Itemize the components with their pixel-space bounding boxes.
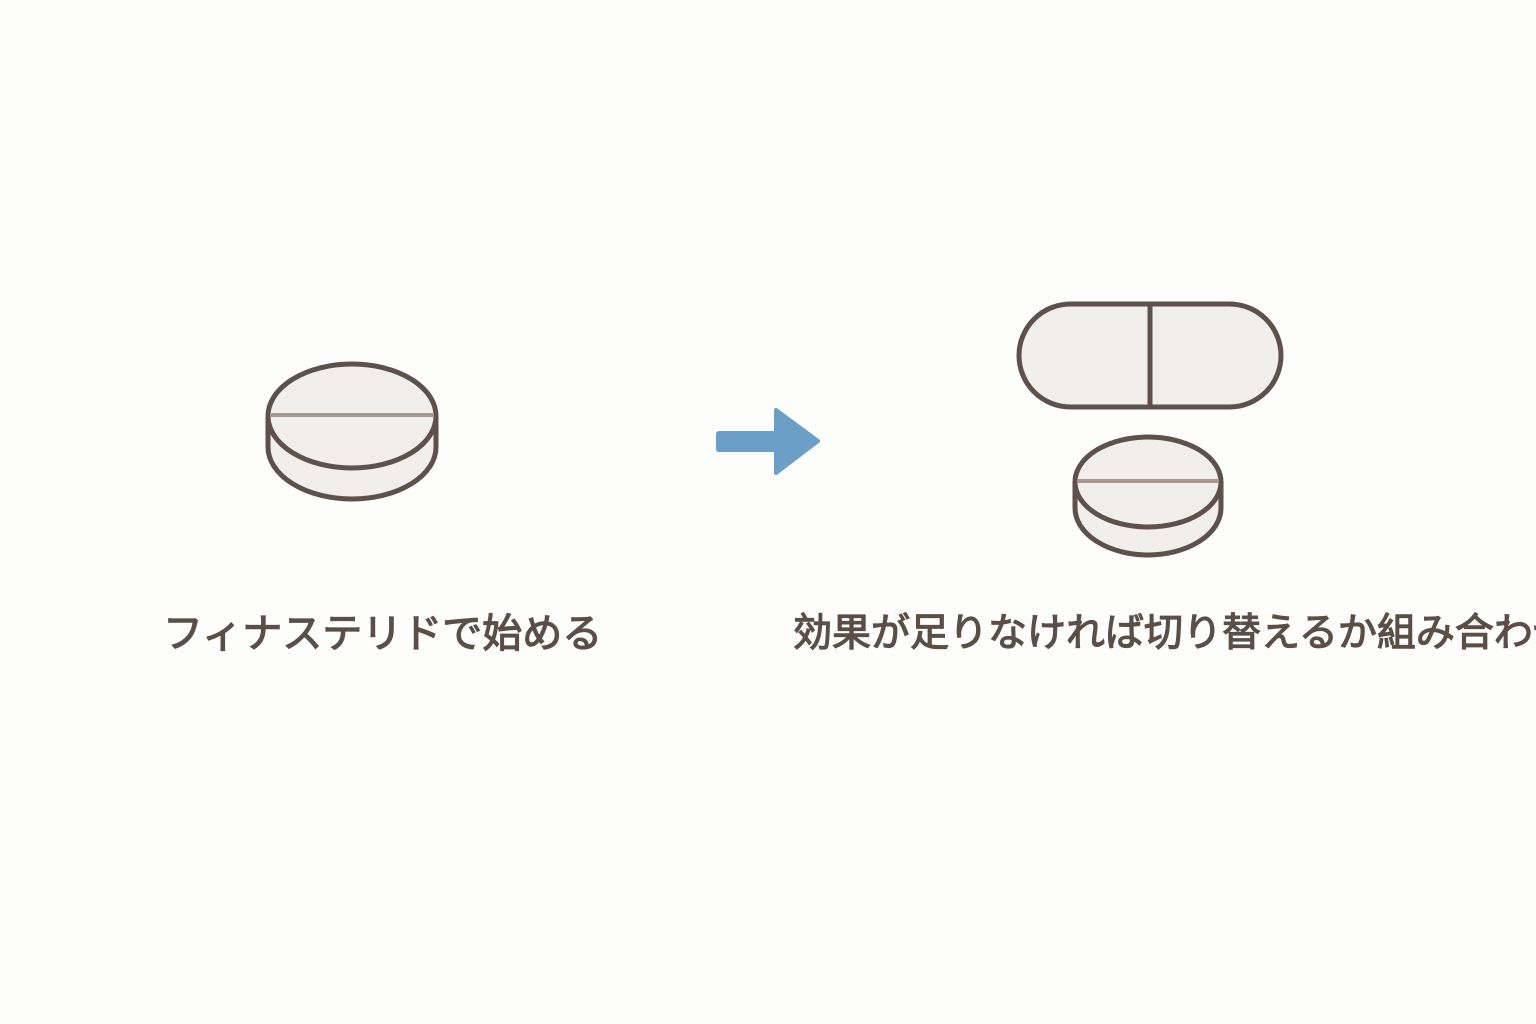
step-next-label: 効果が足りなければ切り替えるか組み合わせる: [793, 611, 1536, 656]
round-tablet-icon-secondary: [1072, 434, 1224, 558]
capsule-icon: [1016, 301, 1284, 410]
right-arrow-icon: [716, 408, 820, 475]
round-tablet-icon: [265, 361, 439, 502]
step-start-label: フィナステリドで始める: [163, 611, 603, 657]
